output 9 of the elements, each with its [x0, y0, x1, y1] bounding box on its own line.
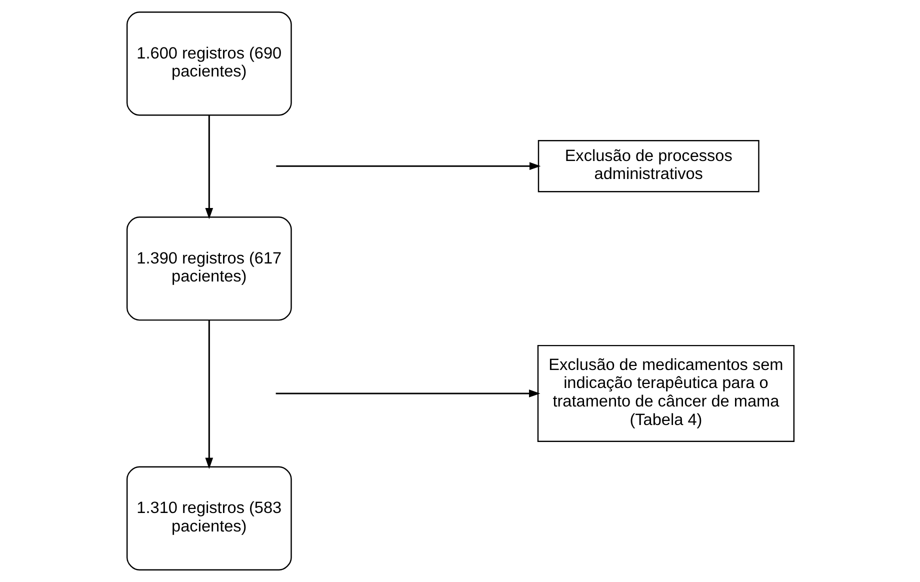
- node-box: 1.390 registros (617 pacientes): [126, 216, 292, 321]
- arrow: [204, 115, 213, 220]
- node-box: Exclusão de medicamentos sem indicação terapêutica para o tratamento de câncer de mama (Tabela 4): [536, 344, 794, 442]
- arrow: [275, 390, 540, 398]
- arrow: [204, 320, 213, 469]
- node-box: 1.310 registros (583 pacientes): [126, 466, 292, 570]
- arrow: [276, 162, 540, 170]
- node-box: Exclusão de processos administrativos: [537, 140, 759, 192]
- node-box: 1.600 registros (690 pacientes): [126, 12, 292, 116]
